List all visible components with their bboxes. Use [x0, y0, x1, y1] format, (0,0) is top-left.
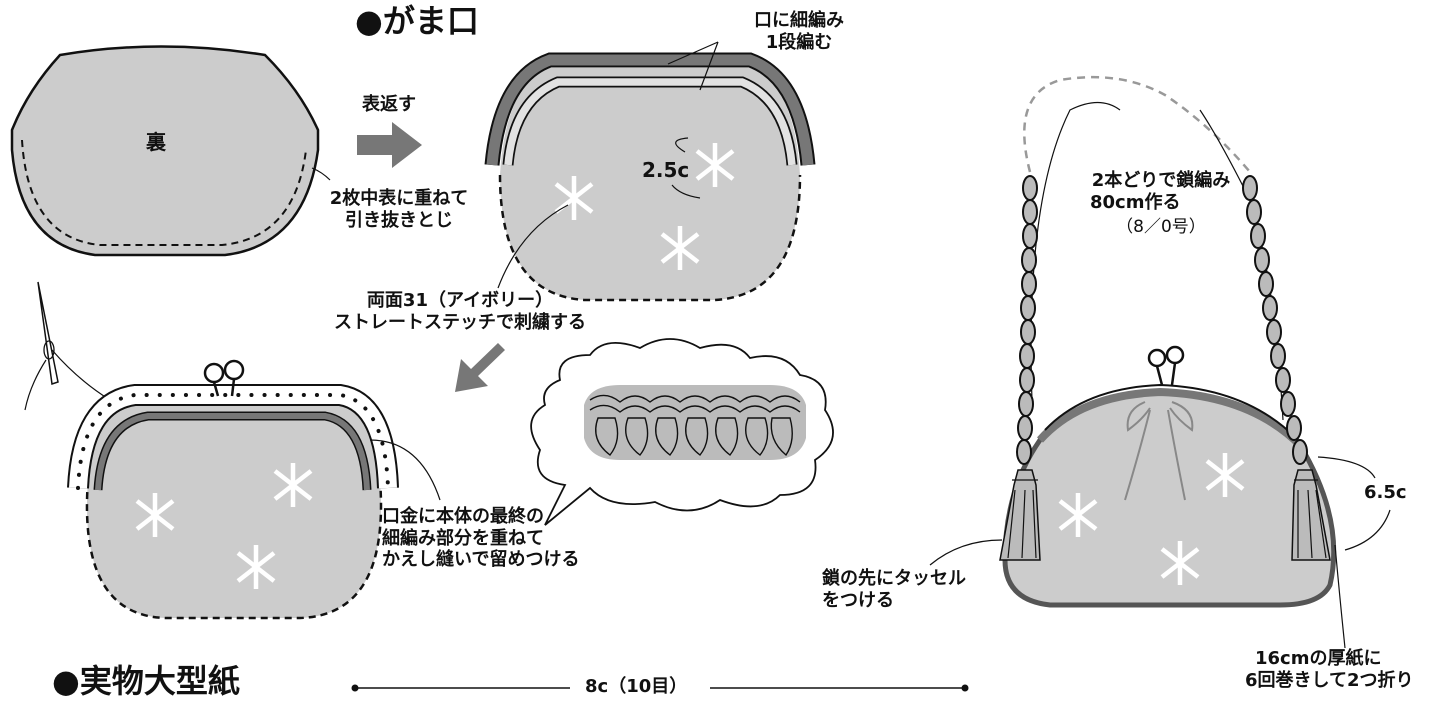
label-kuchi-line1: 口に細編み: [754, 10, 844, 31]
label-kuchi: 口に細編み 1段編む: [724, 10, 874, 53]
label-embroider-line1: 両面31（アイボリー）: [366, 290, 554, 311]
label-card-line1: 16cmの厚紙に: [1255, 648, 1382, 669]
label-hikinuki-line1: 2枚中表に重ねて: [329, 188, 469, 209]
label-chain-line2: 80cm作る: [1090, 191, 1181, 213]
label-kuchigane-line3: かえし縫いで留めつける: [382, 549, 580, 571]
tassel-icon: [999, 469, 1041, 561]
needle-icon: [24, 281, 133, 419]
label-omotegaesu: 表返す: [362, 94, 416, 115]
label-embroider-line2: ストレートステッチで刺繍する: [334, 311, 586, 333]
label-tassel-line1: 鎖の先にタッセル: [822, 568, 966, 589]
section-title-gamaguchi: ●がま口: [355, 2, 479, 40]
label-hikinuki: 2枚中表に重ねて 引き抜きとじ: [314, 188, 484, 231]
section-title-pattern: ●実物大型紙: [52, 662, 240, 700]
label-embroider: 両面31（アイボリー） ストレートステッチで刺繍する: [290, 290, 630, 333]
label-chain-line3: （8／0号）: [1116, 217, 1206, 238]
dimension-line-8c: [351, 684, 969, 692]
label-hikinuki-line2: 引き抜きとじ: [345, 209, 453, 231]
tassel-icon: [1291, 469, 1331, 561]
label-chain-line1: 2本どりで鎖編み: [1091, 170, 1231, 191]
label-dim-8: 8c（10目）: [585, 676, 688, 697]
finished-purse: [929, 75, 1391, 649]
label-dim-2-5: 2.5c: [642, 158, 690, 182]
purse-with-frame: [67, 359, 441, 620]
label-card: 16cmの厚紙に 6回巻きして2つ折り: [1245, 648, 1414, 691]
arrow-right-icon: [357, 122, 422, 168]
label-chain: 2本どりで鎖編み 80cm作る （8／0号）: [1076, 170, 1246, 238]
label-kuchigane-line2: 細編み部分を重ねて: [382, 527, 544, 549]
panel-reverse-side: [10, 45, 331, 257]
stitch-detail-cloud: [530, 338, 834, 526]
label-kuchigane: 口金に本体の最終の 細編み部分を重ねて かえし縫いで留めつける: [382, 506, 579, 571]
purse-with-rim: [484, 41, 816, 302]
arrow-down-left-icon: [455, 343, 505, 392]
label-tassel: 鎖の先にタッセル をつける: [822, 568, 966, 611]
label-kuchigane-line1: 口金に本体の最終の: [382, 506, 544, 527]
label-dim-6-5: 6.5c: [1364, 482, 1407, 503]
label-kuchi-line2: 1段編む: [765, 31, 833, 53]
label-ura: 裏: [146, 130, 166, 154]
label-card-line2: 6回巻きして2つ折り: [1245, 669, 1414, 691]
label-tassel-line2: をつける: [822, 589, 894, 611]
